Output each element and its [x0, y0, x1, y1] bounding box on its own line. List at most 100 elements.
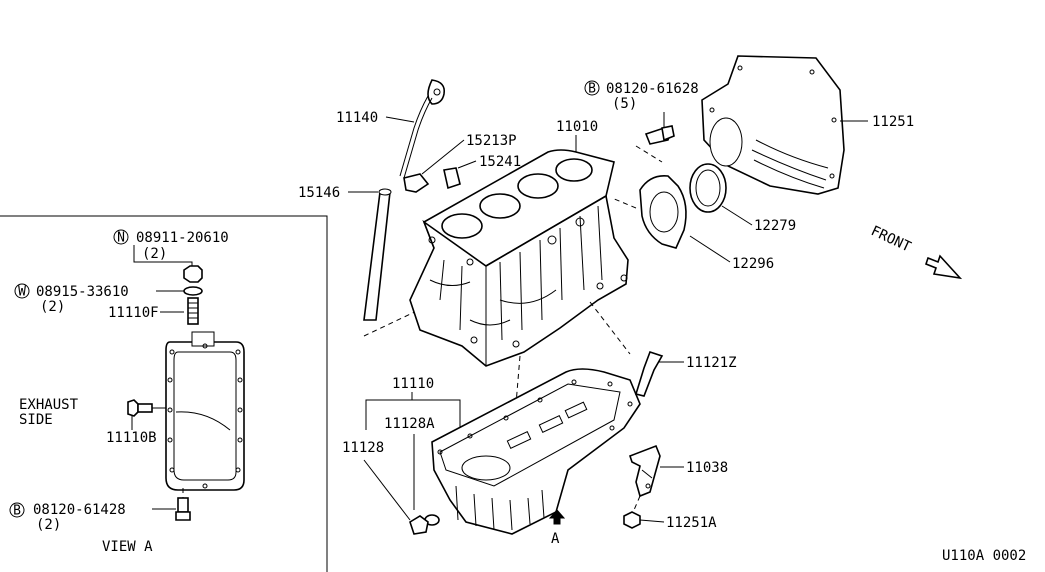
view-a-border — [0, 215, 328, 572]
bolt-dash-line — [635, 145, 663, 163]
dipstick-assembly: 11140 15146 — [298, 79, 446, 337]
oil-pan-flange-holes — [437, 379, 633, 455]
bolt-08120-61428-head-icon — [175, 511, 191, 521]
label-view-ref-a: A — [551, 531, 560, 547]
view-a-title: VIEW A — [102, 539, 153, 555]
qty-08120-61428: (2) — [36, 517, 61, 533]
bracket-dash — [633, 495, 641, 511]
bracket-11038: 11038 — [628, 444, 728, 511]
label-12279: 12279 — [754, 218, 796, 234]
label-11140: 11140 — [336, 110, 378, 126]
view-arrow-icon — [548, 509, 566, 525]
oil-pan-11110: 11110 — [365, 368, 641, 535]
dipstick-tube-icon — [363, 191, 391, 321]
leader-15241 — [457, 160, 477, 169]
oil-pan-ribs — [455, 401, 588, 531]
pan-stud-boss — [191, 331, 215, 347]
bolt-symbol-letter-1: B — [588, 82, 596, 97]
label-15241: 15241 — [479, 154, 521, 170]
flange-bolt-holes — [167, 343, 243, 489]
nut-08911-20610-icon — [183, 265, 203, 283]
label-11110: 11110 — [392, 376, 434, 392]
oil-seal-inner-icon — [695, 169, 721, 207]
leader-15213p — [421, 139, 465, 175]
nut-symbol-icon — [113, 229, 129, 245]
switch-15241-icon — [443, 167, 461, 190]
dipstick-rod-2 — [403, 97, 433, 179]
leader-11140 — [385, 116, 415, 123]
label-08915-33610: 08915-33610 — [36, 284, 129, 300]
leader-11128 — [363, 459, 411, 521]
label-11110f: 11110F — [108, 305, 159, 321]
leader-08911-20610 — [133, 245, 193, 268]
plug-15213p-icon — [403, 173, 430, 193]
label-11010: 11010 — [556, 119, 598, 135]
label-11110b: 11110B — [106, 430, 157, 446]
bolt-symbol-letter-2: B — [13, 504, 21, 519]
qty-08120-61628: (5) — [612, 96, 637, 112]
leader-11251a — [639, 519, 665, 523]
label-11251a: 11251A — [666, 515, 717, 531]
strainer-11121z: 11121Z — [634, 350, 737, 397]
bolt-11251a-icon — [623, 511, 641, 529]
bolt-11110b-head-icon — [127, 399, 139, 417]
front-indicator: FRONT — [868, 223, 963, 280]
drain-plug-11128-icon — [409, 515, 429, 535]
washer-symbol-icon — [14, 283, 30, 299]
label-11128a: 11128A — [384, 416, 435, 432]
label-front: FRONT — [868, 223, 913, 256]
label-exhaust-side: SIDE — [19, 412, 53, 428]
bolt-08120-61628-head-icon — [661, 125, 675, 142]
dipstick-rod — [399, 95, 429, 177]
dipstick-handle-icon — [427, 79, 446, 105]
bolt-symbol-icon-2 — [9, 502, 25, 518]
bolt-11110b-shank-icon — [137, 403, 153, 413]
view-a-arrow: A — [548, 509, 566, 547]
label-11121z: 11121Z — [686, 355, 737, 371]
oil-pan-baffle-line — [175, 411, 231, 431]
block-ribs — [429, 205, 603, 341]
stud-11110f-icon — [187, 297, 199, 325]
washer-08915-33610-icon — [183, 286, 203, 296]
seal-retainer-12296: 12296 — [611, 174, 774, 272]
plug-15213p: 15213P — [403, 133, 517, 193]
oil-seal-12279: 12279 — [689, 163, 796, 234]
nut-symbol-letter: N — [117, 231, 125, 246]
bolt-symbol-icon-1 — [584, 80, 600, 96]
label-15146: 15146 — [298, 185, 340, 201]
qty-08915-33610: (2) — [40, 299, 65, 315]
block-edge-2 — [605, 195, 615, 239]
label-11038: 11038 — [686, 460, 728, 476]
qty-08911-20610: (2) — [142, 246, 167, 262]
front-arrow-icon — [925, 254, 963, 280]
block-to-pan-dash-2 — [589, 301, 631, 355]
cylinder-block: 11010 — [409, 119, 631, 405]
bolt-08120-61628-group: B 08120-61628 (5) — [584, 80, 699, 163]
leader-12296 — [689, 235, 731, 263]
view-a-inset: N 08911-20610 (2) W 08915-33610 (2) 1111… — [0, 215, 328, 572]
label-15213p: 15213P — [466, 133, 517, 149]
label-08120-61628: 08120-61628 — [606, 81, 699, 97]
washer-symbol-letter: W — [18, 285, 26, 300]
label-08120-61428: 08120-61428 — [33, 502, 126, 518]
label-12296: 12296 — [732, 256, 774, 272]
block-to-pan-dash — [515, 355, 521, 405]
bracket-11038-icon — [628, 444, 661, 498]
leader-12279 — [721, 205, 753, 226]
oil-pan-sump-icon — [461, 455, 511, 481]
drain-plug-group — [409, 514, 440, 535]
label-11251: 11251 — [872, 114, 914, 130]
rear-plate-11251: 11251 — [701, 55, 914, 195]
bracket-11110 — [365, 399, 461, 430]
strainer-tube-icon — [634, 350, 664, 397]
bolt-11251a: 11251A — [623, 511, 717, 531]
block-bolt-holes — [428, 217, 628, 348]
figure-code: U110A 0002 — [942, 548, 1026, 564]
retainer-dash-line — [611, 197, 637, 209]
label-exhaust: EXHAUST — [19, 397, 79, 413]
label-08911-20610: 08911-20610 — [136, 230, 229, 246]
bolt-08120-61428-shank-icon — [177, 497, 189, 513]
switch-15241: 15241 — [443, 154, 521, 190]
label-11128: 11128 — [342, 440, 384, 456]
